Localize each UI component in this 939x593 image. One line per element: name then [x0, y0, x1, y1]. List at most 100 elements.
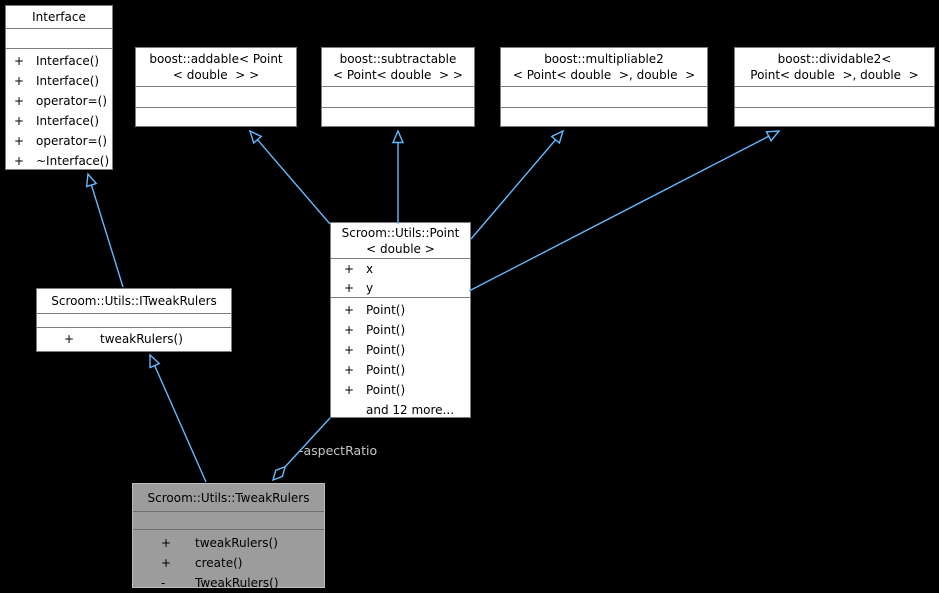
class-box-boost-addable[interactable]: boost::addable< Point < double > >	[135, 47, 297, 127]
member-name: x	[366, 262, 374, 276]
methods-compartment: +Point() +Point() +Point() +Point() +Poi…	[331, 298, 470, 420]
attributes-compartment	[133, 512, 324, 530]
member-sign: +	[344, 303, 355, 317]
methods-compartment	[322, 108, 474, 126]
member-row: + ~Interface()	[6, 151, 112, 171]
class-title-boost-addable[interactable]: boost::addable< Point < double > >	[136, 48, 296, 87]
member-sign: +	[14, 114, 25, 128]
title-line-2: < Point< double >, double >	[512, 68, 696, 82]
class-title-scroom-utils-itweakrulers[interactable]: Scroom::Utils::ITweakRulers	[37, 289, 231, 314]
attributes-compartment	[37, 314, 231, 328]
member-sign: +	[14, 154, 25, 168]
title-line-1: boost::dividable2<	[777, 52, 892, 66]
attributes-compartment	[136, 87, 296, 108]
title-line-2: < Point< double > >	[333, 68, 463, 82]
member-row: + Interface()	[6, 71, 112, 91]
member-row: + operator=()	[6, 91, 112, 111]
member-sign: +	[344, 262, 355, 276]
member-row: + Point()	[331, 340, 470, 360]
class-title-scroom-utils-point[interactable]: Scroom::Utils::Point < double >	[331, 223, 470, 259]
member-name: Point()	[366, 383, 406, 397]
member-row: + Interface()	[6, 111, 112, 131]
member-sign: +	[14, 74, 25, 88]
title-line-1: Scroom::Utils::Point	[341, 225, 460, 240]
member-sign: +	[161, 556, 172, 570]
member-sign	[344, 400, 366, 420]
attributes-compartment	[322, 87, 474, 108]
class-title-interface[interactable]: Interface	[6, 6, 112, 29]
class-box-scroom-utils-itweakrulers[interactable]: Scroom::Utils::ITweakRulers + tweakRulers…	[36, 288, 232, 352]
member-row: + Point()	[331, 320, 470, 340]
edge-tweakrulers-to-itweakrulers	[150, 355, 207, 483]
member-name: operator=()	[36, 134, 108, 148]
attributes-compartment	[735, 87, 934, 108]
member-name: TweakRulers()	[195, 576, 279, 590]
class-title-boost-dividable2[interactable]: boost::dividable2< Point< double >, doub…	[735, 48, 934, 87]
methods-compartment	[735, 108, 934, 126]
methods-compartment: + tweakRulers()	[37, 328, 231, 351]
methods-compartment	[136, 108, 296, 126]
title-line-1: boost::subtractable	[339, 52, 457, 66]
member-name: tweakRulers()	[195, 536, 278, 550]
member-row: + create()	[133, 553, 324, 573]
member-row: - TweakRulers()	[133, 573, 324, 593]
member-sign: +	[14, 134, 25, 148]
edge-point-to-addable	[250, 131, 331, 225]
member-name: y	[366, 281, 374, 295]
title-line-2: < double > >	[172, 68, 260, 82]
member-name: ~Interface()	[36, 154, 110, 168]
attribute-row: +y	[331, 279, 470, 298]
member-name: Interface()	[36, 114, 100, 128]
member-row: and 12 more...	[331, 400, 470, 420]
member-row: +Point()	[331, 360, 470, 380]
class-title-scroom-utils-tweakrulers[interactable]: Scroom::Utils::TweakRulers	[133, 484, 324, 512]
edge-itweakrulers-to-interface	[88, 174, 124, 288]
member-sign: +	[344, 281, 355, 295]
member-name: Interface()	[36, 74, 100, 88]
member-name: Point()	[366, 303, 406, 317]
title-line-1: boost::multipliable2	[544, 52, 664, 66]
attribute-row: +x	[331, 260, 470, 279]
member-row: + operator=()	[6, 131, 112, 151]
member-name: and 12 more...	[366, 403, 455, 417]
methods-compartment	[501, 108, 707, 126]
class-title-boost-multipliable2[interactable]: boost::multipliable2 < Point< double >, …	[501, 48, 707, 87]
class-box-scroom-utils-point[interactable]: Scroom::Utils::Point < double > +x +y +P…	[330, 222, 471, 418]
member-sign: +	[344, 323, 355, 337]
edge-point-to-multipliable2	[470, 131, 563, 240]
member-name: tweakRulers()	[100, 332, 183, 346]
edge-point-to-dividable2	[468, 131, 779, 292]
member-sign: +	[64, 332, 75, 346]
methods-compartment: + tweakRulers() + create() - TweakRulers()	[133, 530, 324, 593]
class-box-boost-subtractable[interactable]: boost::subtractable < Point< double > >	[321, 47, 475, 127]
member-sign: +	[344, 343, 355, 357]
title-line-1: boost::addable< Point	[149, 52, 283, 66]
member-row: + tweakRulers()	[133, 533, 324, 553]
member-name: Point()	[366, 363, 406, 377]
class-box-interface[interactable]: Interface + Interface() + Interface() + ope…	[5, 5, 113, 170]
edge-label-aspect-ratio: -aspectRatio	[299, 443, 378, 458]
member-sign: +	[161, 536, 172, 550]
member-row: + Interface()	[6, 51, 112, 71]
class-box-boost-dividable2[interactable]: boost::dividable2< Point< double >, doub…	[734, 47, 935, 127]
member-sign: +	[14, 54, 25, 68]
member-row: + Point()	[331, 300, 470, 320]
class-box-boost-multipliable2[interactable]: boost::multipliable2 < Point< double >, …	[500, 47, 708, 127]
title-line-2: Point< double >, double >	[750, 68, 919, 82]
member-sign: +	[14, 94, 25, 108]
methods-compartment: + Interface() + Interface() + operator=() +…	[6, 49, 112, 171]
member-name: operator=()	[36, 94, 108, 108]
member-sign: +	[344, 383, 355, 397]
class-box-scroom-utils-tweakrulers[interactable]: Scroom::Utils::TweakRulers + tweakRulers(…	[132, 483, 325, 590]
member-name: Point()	[366, 323, 406, 337]
member-name: create()	[195, 556, 243, 570]
member-row: + Point()	[331, 380, 470, 400]
member-name: Point()	[366, 343, 406, 357]
member-name: Interface()	[36, 54, 100, 68]
attributes-compartment	[6, 29, 112, 49]
class-title-boost-subtractable[interactable]: boost::subtractable < Point< double > >	[322, 48, 474, 87]
title-line-2: < double >	[366, 241, 435, 256]
member-sign: -	[161, 576, 166, 590]
attributes-compartment	[501, 87, 707, 108]
